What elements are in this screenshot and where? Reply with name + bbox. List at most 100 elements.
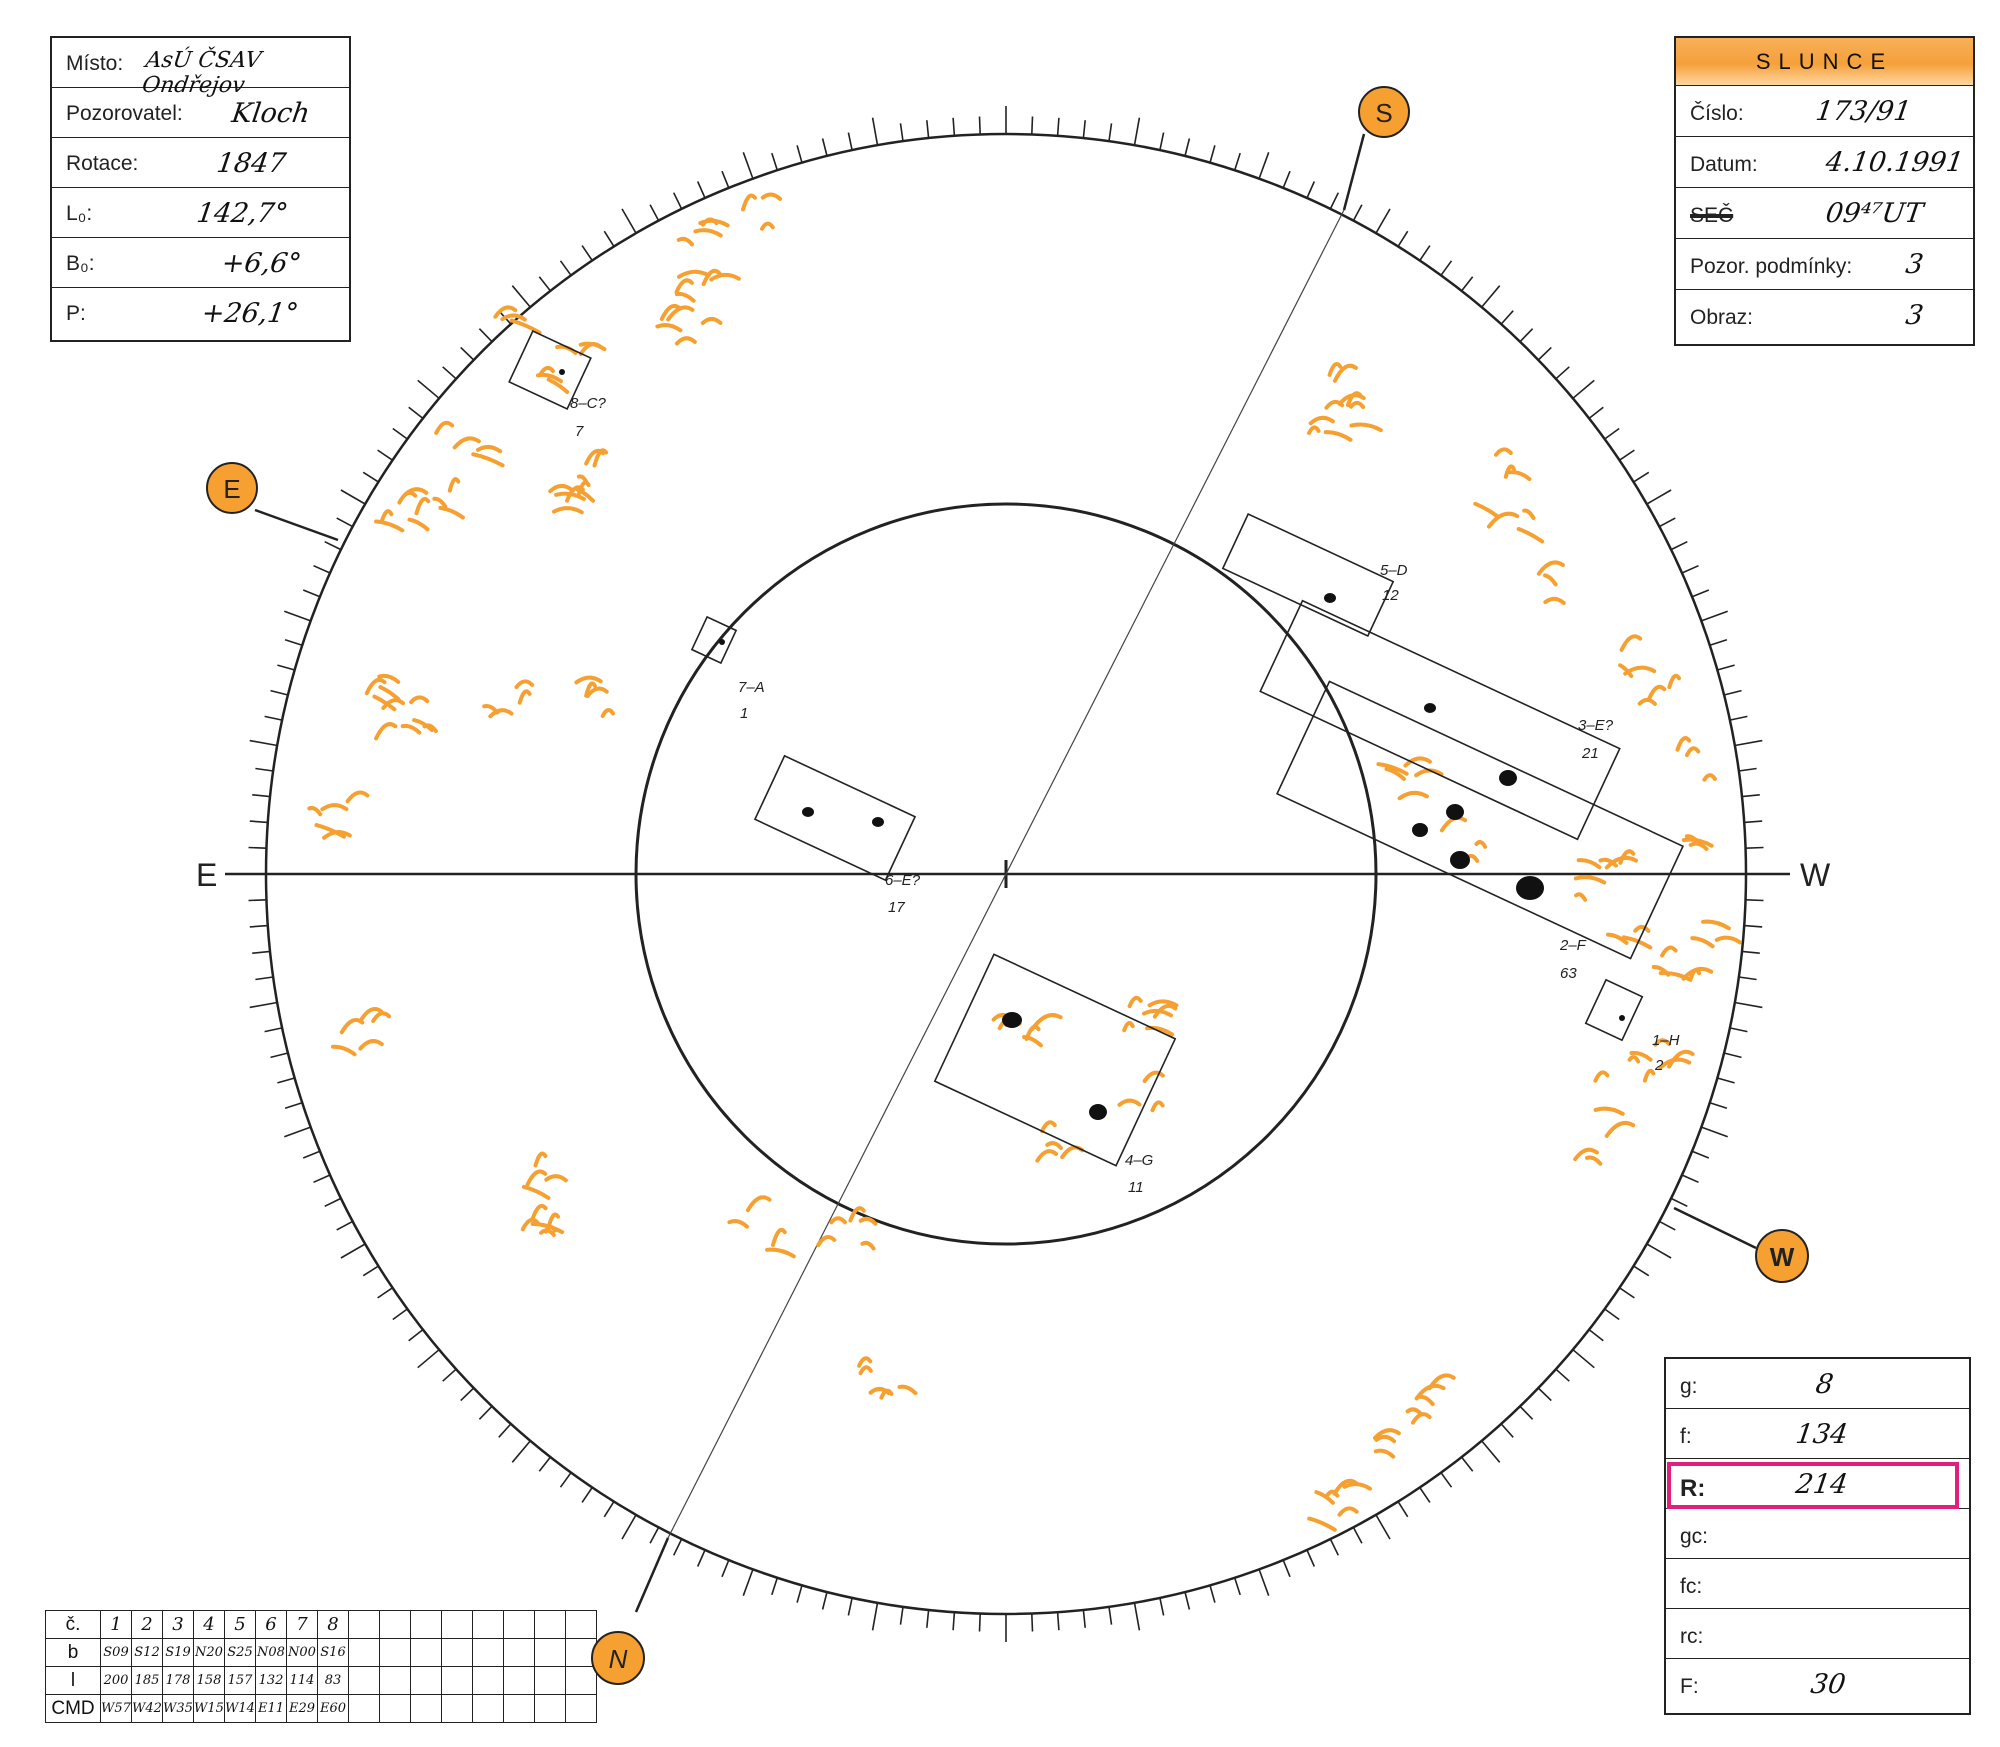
limb-tick — [248, 846, 267, 849]
facula-stroke — [1414, 1383, 1446, 1401]
facula-stroke — [760, 192, 782, 201]
facula-stroke — [1325, 1489, 1340, 1498]
pozor-row: Pozor. podmínky: 3 — [1676, 239, 1973, 290]
group-count-g1: 2 — [1654, 1057, 1664, 1074]
facula-stroke — [727, 1219, 749, 1229]
limb-tick — [1537, 346, 1552, 361]
limb-tick — [742, 152, 754, 179]
n-marker-circle — [591, 1631, 645, 1685]
group-table-rowlabel-l: l — [45, 1666, 101, 1695]
facula-stroke — [577, 480, 591, 496]
limb-tick — [1031, 1613, 1034, 1632]
limb-tick — [1258, 152, 1270, 179]
limb-tick — [649, 1527, 660, 1544]
limb-tick — [1681, 1174, 1699, 1184]
facula-stroke — [760, 221, 775, 231]
facula-stroke — [1536, 560, 1565, 576]
facula-stroke — [1030, 1013, 1063, 1032]
facula-stroke — [314, 823, 346, 839]
facula-stroke — [509, 318, 542, 335]
limb-tick — [498, 1423, 512, 1438]
facula-stroke — [371, 1011, 391, 1023]
limb-tick — [581, 245, 593, 261]
group-table-empty-cell — [472, 1694, 504, 1723]
limb-tick — [1352, 204, 1363, 221]
facula-stroke — [482, 704, 500, 715]
limb-tick — [277, 664, 295, 671]
group-box-g8 — [508, 330, 592, 410]
facula-stroke — [1417, 1394, 1435, 1407]
s-marker-label: S — [1375, 98, 1392, 128]
facula-stroke — [1414, 768, 1444, 778]
facula-stroke — [1439, 815, 1468, 833]
limb-tick — [377, 449, 393, 461]
facula-stroke — [378, 685, 401, 702]
facula-stroke — [1543, 596, 1566, 605]
group-table-cell-cmd-7: E29 — [286, 1694, 318, 1723]
obraz-value: 3 — [1903, 300, 1926, 331]
limb-tick — [1108, 1606, 1113, 1625]
facula-stroke — [533, 1151, 548, 1168]
facula-stroke — [1604, 855, 1638, 870]
g-value: 8 — [1813, 1369, 1836, 1400]
limb-tick — [1159, 132, 1165, 151]
facula-stroke — [1629, 1050, 1653, 1062]
limb-tick — [621, 208, 637, 234]
limb-tick — [408, 406, 424, 420]
limb-tick — [270, 689, 289, 696]
facula-stroke — [1427, 1373, 1456, 1391]
limb-tick — [1282, 170, 1291, 189]
facula-stroke — [554, 491, 586, 501]
misto-row: Místo: AsÚ ČSAV Ondřejov — [52, 38, 349, 98]
facula-stroke — [452, 436, 481, 450]
group-table-cell-cislo-4: 4 — [193, 1610, 225, 1639]
datum-value: 4.10.1991 — [1823, 147, 1966, 178]
spot-g3-a — [1424, 703, 1436, 713]
facula-stroke — [1337, 1506, 1359, 1517]
facula-stroke — [1508, 470, 1532, 482]
limb-tick — [1633, 1265, 1650, 1277]
group-table-empty-cell — [503, 1638, 535, 1667]
group-table-empty-cell — [348, 1638, 380, 1667]
limb-tick — [340, 1243, 366, 1259]
spot-g2-b — [1412, 823, 1428, 837]
limb-tick — [270, 1052, 289, 1059]
facula-stroke — [1345, 391, 1363, 407]
limb-tick — [721, 1559, 730, 1578]
r-highlight-frame — [1667, 1462, 1959, 1509]
facula-stroke — [1681, 837, 1714, 848]
facula-stroke — [592, 448, 609, 468]
limb-tick — [1681, 564, 1699, 574]
facula-stroke — [1585, 1155, 1603, 1166]
facula-stroke — [1606, 932, 1629, 945]
limb-tick — [559, 260, 572, 276]
group-table-cell-b-7: N00 — [286, 1638, 318, 1667]
limb-tick — [284, 639, 303, 647]
facula-stroke — [530, 1203, 548, 1222]
group-table-cell-cislo-7: 7 — [286, 1610, 318, 1639]
facula-stroke — [530, 1221, 565, 1235]
limb-tick — [1184, 1591, 1191, 1610]
facula-stroke — [1397, 790, 1429, 801]
facula-stroke — [358, 1039, 384, 1051]
facula-stroke — [1503, 464, 1516, 479]
spot-g4-a — [1002, 1012, 1022, 1028]
facula-stroke — [1349, 422, 1383, 433]
limb-tick — [442, 1368, 457, 1382]
facula-stroke — [701, 268, 722, 287]
cas-value: 09⁴⁷UT — [1823, 198, 1925, 229]
limb-tick — [1397, 230, 1409, 247]
limb-tick — [252, 950, 271, 954]
group-table-empty-cell — [410, 1610, 442, 1639]
limb-tick — [796, 1585, 803, 1603]
group-table-cell-cmd-5: W14 — [224, 1694, 256, 1723]
limb-tick — [742, 1569, 754, 1596]
rc-row: rc: — [1666, 1609, 1969, 1659]
s-marker-circle — [1358, 86, 1410, 138]
group-table-empty-cell — [472, 1638, 504, 1667]
facula-stroke — [578, 341, 607, 352]
group-table-cell-b-4: N20 — [193, 1638, 225, 1667]
group-table-empty-cell — [348, 1610, 380, 1639]
facula-stroke — [701, 217, 719, 227]
cislo-label: Číslo: — [1690, 102, 1744, 125]
